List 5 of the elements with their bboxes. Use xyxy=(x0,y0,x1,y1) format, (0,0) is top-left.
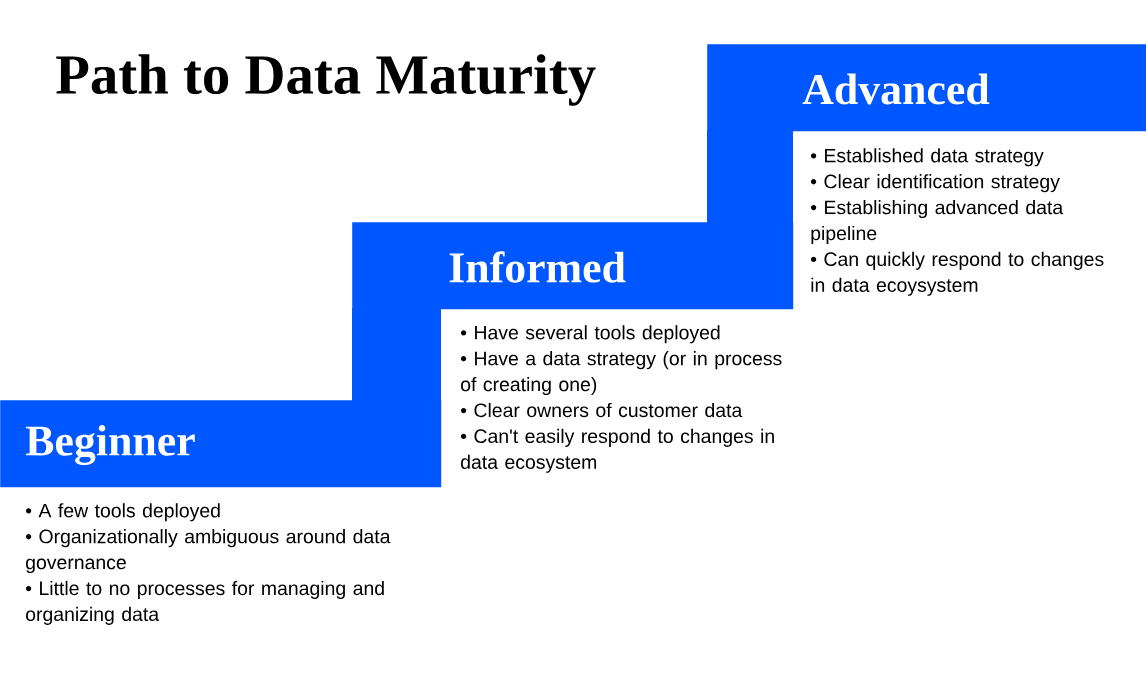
step-heading: Beginner xyxy=(25,424,195,466)
bullet-list: • Have several tools deployed • Have a data strategy (or in process of creating one) • Clear owners of customer data • Can't easily respond to changes in data ecosystem xyxy=(460,325,782,473)
title: Path to Data Maturity xyxy=(56,54,596,106)
bullet-list: • A few tools deployed • Organizationally ambiguous around data governance • Little to no processes for managing and organizing data xyxy=(25,503,391,625)
bullet-list: • Established data strategy • Clear identification strategy • Establishing advanced data pipeline • Can quickly respond to changes in data ecoysystem xyxy=(810,148,1104,296)
